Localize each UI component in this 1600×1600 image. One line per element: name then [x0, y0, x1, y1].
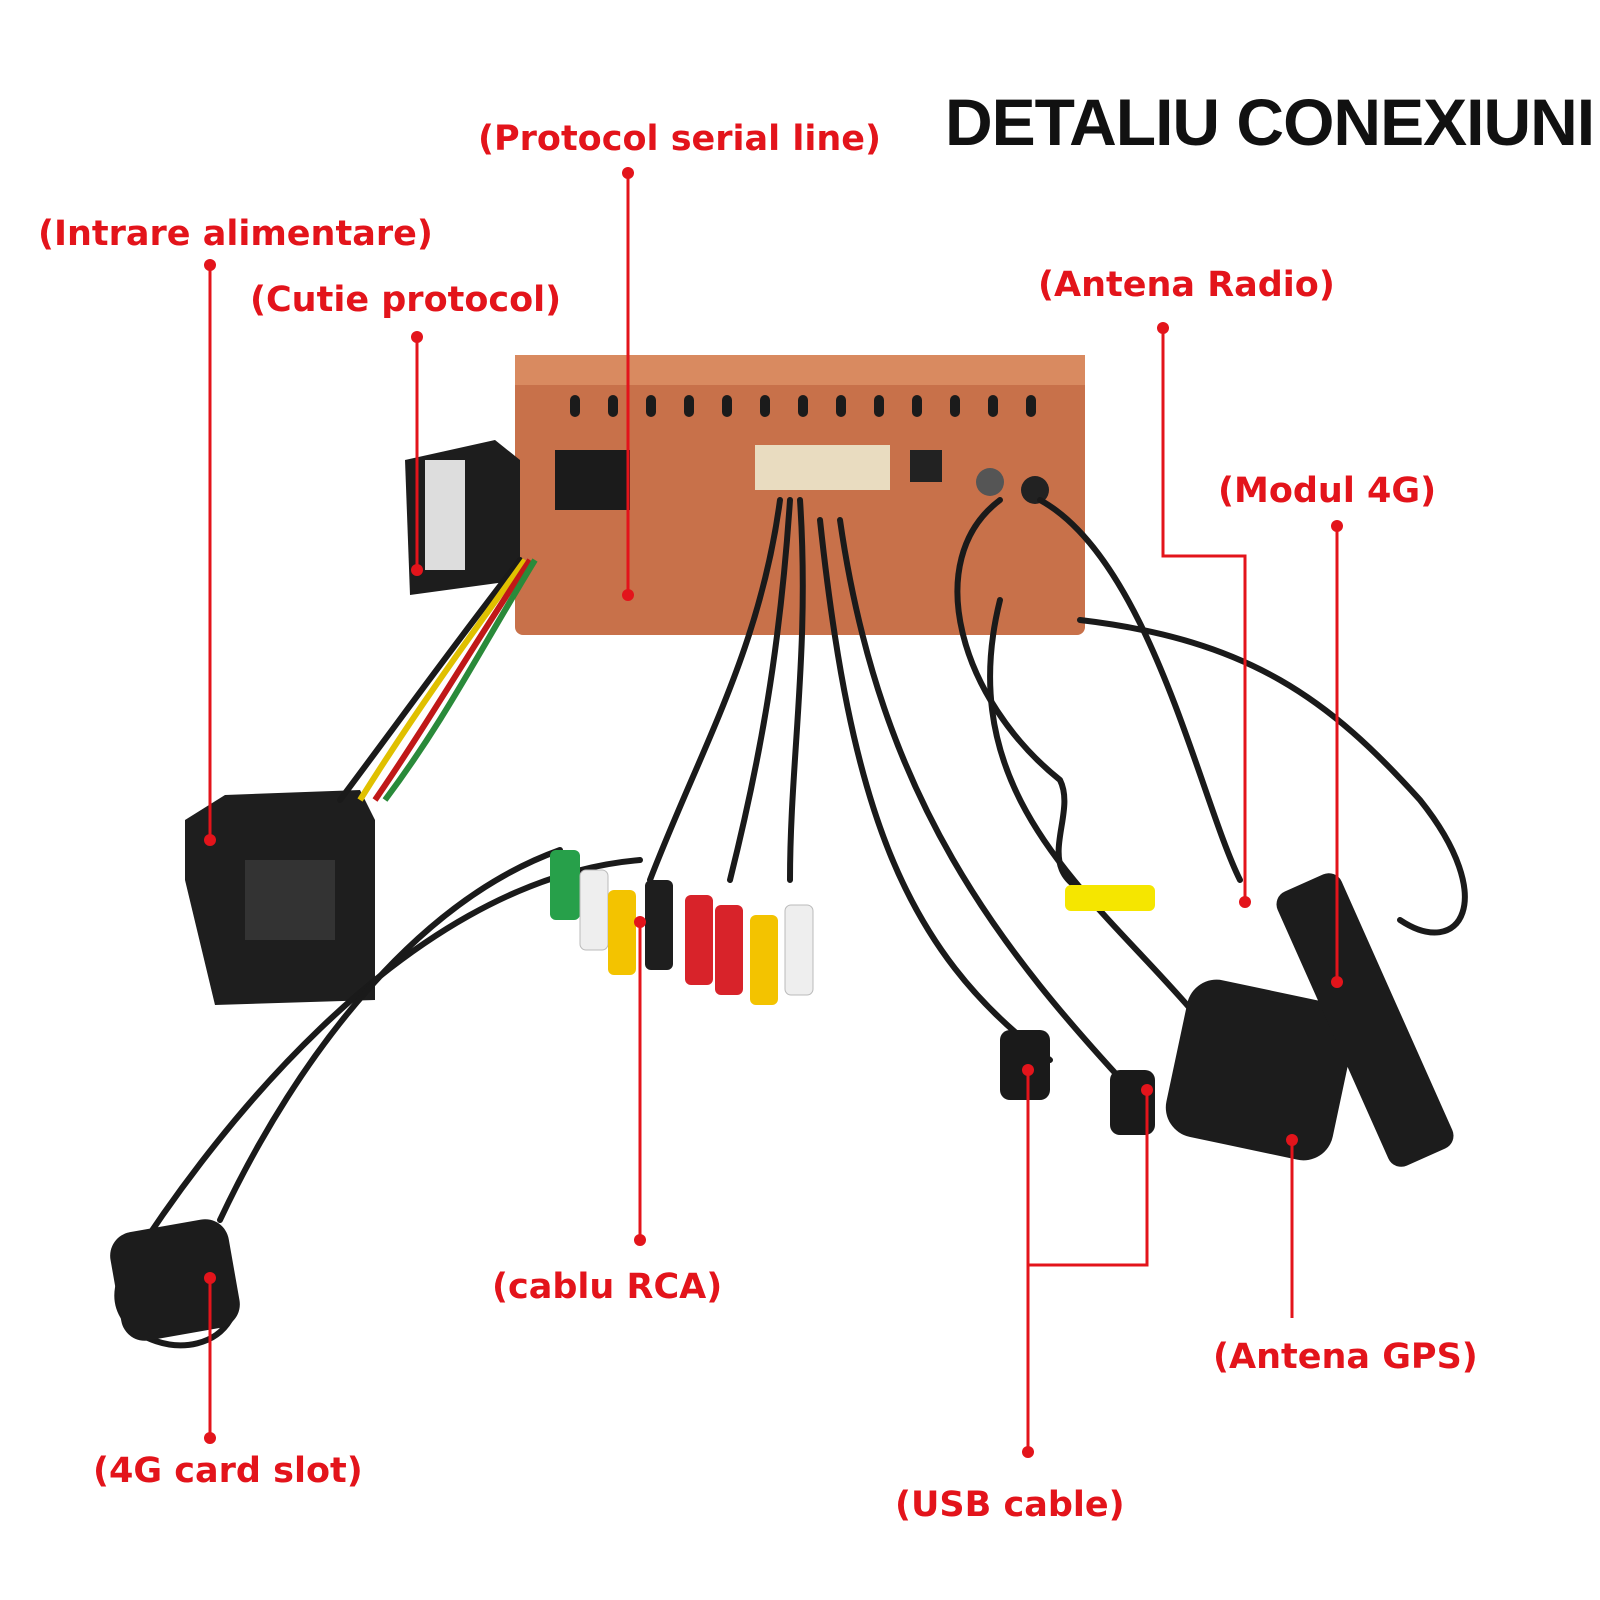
head-unit-image: [515, 355, 1085, 635]
leader-dot: [204, 834, 216, 846]
power-connector-image: [185, 790, 375, 1005]
label-modul-4g: (Modul 4G): [1218, 471, 1436, 511]
label-4g-card-slot: (4G card slot): [93, 1451, 363, 1491]
leader-dot: [1157, 322, 1169, 334]
leader-dot: [1239, 896, 1251, 908]
4g-module-image: [1276, 873, 1454, 1167]
leader-dot: [622, 589, 634, 601]
label-cablu-rca: (cablu RCA): [492, 1267, 722, 1307]
gps-antenna-image: [1165, 979, 1355, 1161]
leader-dot: [634, 916, 646, 928]
leader-dot: [1286, 1134, 1298, 1146]
label-cutie-protocol: (Cutie protocol): [250, 280, 561, 320]
leader-dot: [204, 1272, 216, 1284]
usb-plugs-image: [1000, 1030, 1155, 1135]
leader-dot: [1022, 1446, 1034, 1458]
leader-dot: [1022, 1064, 1034, 1076]
label-intrare-alimentare: (Intrare alimentare): [38, 214, 433, 254]
leader-dot: [411, 564, 423, 576]
leader-dot: [1331, 976, 1343, 988]
leader-line: [1028, 1090, 1149, 1267]
label-antena-radio: (Antena Radio): [1038, 265, 1335, 305]
label-protocol-serial-line: (Protocol serial line): [478, 119, 881, 159]
leader-dot: [634, 1234, 646, 1246]
leader-dot: [1331, 520, 1343, 532]
leader-dot: [204, 1432, 216, 1444]
label-antena-gps: (Antena GPS): [1213, 1337, 1478, 1377]
protocol-box-image: [405, 440, 520, 595]
leader-dot: [204, 259, 216, 271]
leader-dot: [411, 331, 423, 343]
leader-line: [1161, 328, 1247, 902]
label-usb-cable: (USB cable): [895, 1485, 1125, 1525]
rca-plugs-image: [550, 850, 1155, 1005]
leader-dot: [1141, 1084, 1153, 1096]
page-title: DETALIU CONEXIUNI: [945, 85, 1594, 159]
4g-card-slot-image: [110, 1219, 240, 1341]
cables-image: [114, 497, 1468, 1349]
leader-dot: [622, 167, 634, 179]
